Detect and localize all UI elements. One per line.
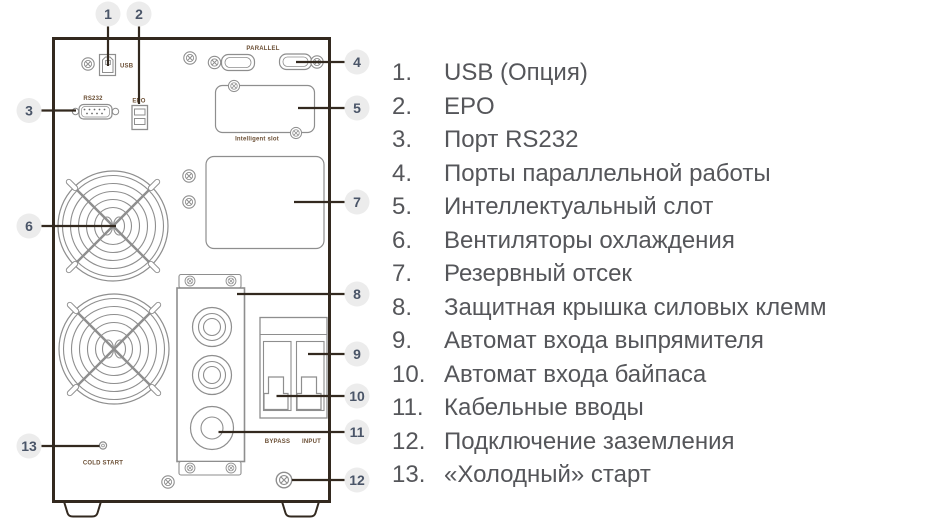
screw-icon	[184, 275, 196, 287]
svg-text:1: 1	[104, 6, 112, 22]
legend-item-label: Порты параллельной работы	[444, 159, 771, 187]
svg-text:3: 3	[25, 102, 33, 118]
legend-item-number: 13.	[392, 461, 426, 488]
intelligent-slot-label: Intelligent slot	[235, 137, 279, 143]
svg-text:8: 8	[353, 286, 361, 302]
input-breakers: BYPASS INPUT	[259, 316, 328, 445]
callout-6: 6	[16, 213, 42, 239]
legend-item-label: Порт RS232	[444, 126, 579, 153]
legend-item-9: 9. Автомат входа выпрямителя	[392, 324, 826, 358]
screw-icon	[182, 195, 196, 209]
legend-item-1: 1. USB (Опция)	[392, 56, 826, 90]
screw-icon	[161, 475, 175, 489]
legend-item-3: 3. Порт RS232	[392, 123, 826, 157]
legend-item-7: 7. Резервный отсек	[392, 257, 826, 291]
legend-item-number: 2.	[392, 92, 413, 120]
rs232-port: RS232	[71, 96, 120, 120]
cold-start-label: COLD START	[83, 461, 123, 467]
screw-icon	[225, 275, 237, 287]
legend-item-label: Автомат входа байпаса	[444, 360, 707, 388]
svg-text:7: 7	[353, 194, 361, 210]
callout-11: 11	[344, 419, 370, 445]
legend-item-label: Защитная крышка силовых клемм	[444, 293, 827, 321]
parallel-label: PARALLEL	[246, 46, 279, 52]
legend-item-4: 4. Порты параллельной работы	[392, 157, 826, 191]
callout-3: 3	[16, 98, 42, 123]
screw-icon	[227, 79, 241, 93]
screw-icon	[183, 51, 197, 65]
legend-item-number: 10.	[392, 360, 426, 388]
input-label: INPUT	[302, 439, 321, 445]
legend-item-number: 6.	[392, 226, 413, 254]
legend-item-label: EPO	[444, 92, 495, 120]
legend-item-label: Резервный отсек	[444, 260, 632, 287]
legend-item-number: 9.	[392, 327, 413, 354]
legend-item-8: 8. Защитная крышка силовых клемм	[392, 291, 826, 325]
callout-5: 5	[344, 95, 370, 121]
svg-text:10: 10	[349, 388, 365, 404]
svg-text:2: 2	[135, 6, 143, 22]
screw-icon	[182, 169, 196, 183]
svg-text:6: 6	[25, 218, 33, 234]
svg-text:9: 9	[353, 346, 361, 362]
bypass-breaker	[262, 340, 292, 412]
legend-item-label: USB (Опция)	[444, 59, 588, 86]
screw-icon	[225, 462, 237, 474]
legend-item-number: 12.	[392, 427, 426, 455]
screw-icon	[207, 55, 222, 70]
legend-item-number: 1.	[392, 59, 413, 86]
cabinet-foot-right	[280, 500, 321, 518]
cable-entry	[189, 405, 235, 451]
usb-label: USB	[120, 64, 134, 70]
legend-item-number: 5.	[392, 193, 413, 220]
legend-item-number: 4.	[392, 159, 413, 187]
svg-text:4: 4	[353, 54, 361, 70]
legend-item-label: Интеллектуальный слот	[444, 193, 714, 220]
callout-9: 9	[344, 341, 370, 367]
rs232-label: RS232	[83, 96, 103, 102]
breaker-toggle	[296, 376, 322, 411]
callout-7: 7	[344, 189, 370, 215]
terminal-cover	[176, 273, 246, 476]
cabinet-foot-left	[62, 500, 103, 518]
bypass-label: BYPASS	[265, 439, 290, 445]
callout-12: 12	[344, 467, 370, 493]
legend-item-number: 8.	[392, 293, 413, 321]
legend-item-label: Подключение заземления	[444, 427, 735, 455]
legend-item-label: Вентиляторы охлаждения	[444, 226, 735, 254]
callout-1: 1	[95, 1, 121, 27]
legend-item-number: 7.	[392, 260, 413, 287]
callout-4: 4	[344, 49, 370, 75]
legend-item-number: 3.	[392, 126, 413, 153]
callout-10: 10	[344, 383, 370, 409]
callout-13: 13	[16, 433, 42, 459]
legend-list: 1. USB (Опция) 2. EPO 3. Порт RS232 4. Порты…	[392, 56, 826, 492]
legend-item-5: 5. Интеллектуальный слот	[392, 190, 826, 224]
rear-panel-diagram: USB RS232 EPO	[0, 0, 382, 522]
callout-8: 8	[344, 281, 370, 307]
legend-item-label: Автомат входа выпрямителя	[444, 327, 764, 354]
screw-icon	[184, 462, 196, 474]
svg-text:13: 13	[21, 438, 37, 454]
screw-icon	[289, 126, 303, 140]
svg-text:12: 12	[349, 472, 365, 488]
legend-item-2: 2. EPO	[392, 90, 826, 124]
breaker-toggle	[263, 376, 289, 411]
legend-item-6: 6. Вентиляторы охлаждения	[392, 224, 826, 258]
screw-icon	[81, 57, 95, 71]
input-breaker	[295, 340, 325, 412]
legend-item-11: 11. Кабельные вводы	[392, 391, 826, 425]
legend-item-number: 11.	[392, 394, 424, 421]
cold-start-button: COLD START	[83, 441, 123, 467]
legend-item-10: 10. Автомат входа байпаса	[392, 358, 826, 392]
legend-item-12: 12. Подключение заземления	[392, 425, 826, 459]
svg-text:11: 11	[350, 424, 365, 440]
parallel-ports: PARALLEL	[183, 46, 324, 72]
callout-2: 2	[126, 1, 152, 27]
legend-item-13: 13. «Холодный» старт	[392, 458, 826, 492]
legend-item-label: «Холодный» старт	[444, 461, 651, 488]
svg-text:5: 5	[353, 100, 361, 116]
ground-terminal	[275, 471, 293, 489]
legend-item-label: Кабельные вводы	[444, 394, 644, 421]
